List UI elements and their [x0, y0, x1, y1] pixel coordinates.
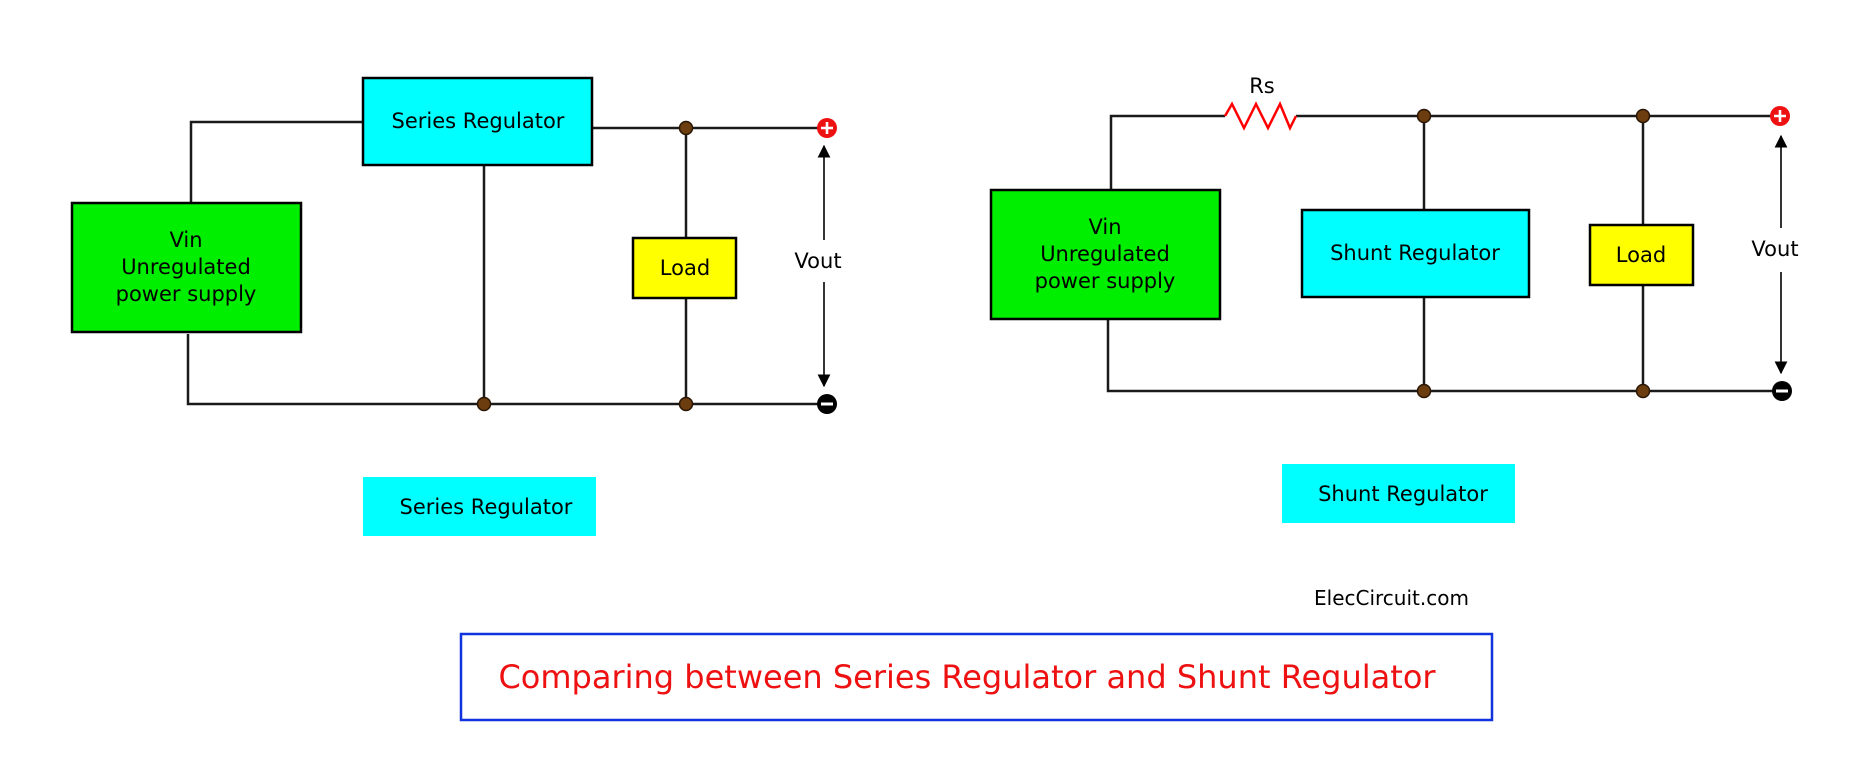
series-regulator-box: [361, 76, 594, 167]
series-load-label: Load: [660, 256, 710, 280]
minus-circle-icon: [817, 394, 837, 414]
series-junction-bottom-left: [476, 396, 492, 412]
shunt-caption-box: [1282, 464, 1515, 523]
page-title: Comparing between Series Regulator and S…: [498, 658, 1436, 696]
series-wires: [186, 120, 826, 406]
series-supply-block: Vin Unregulated power supply: [70, 201, 303, 334]
shunt-supply-block: Vin Unregulated power supply: [989, 188, 1222, 321]
series-load-block: Load: [631, 236, 738, 300]
shunt-regulator-box: [1300, 208, 1531, 299]
series-caption-label: Series Regulator: [400, 495, 573, 519]
shunt-supply-line-3: power supply: [1035, 269, 1176, 293]
shunt-supply-line-1: Vin: [1088, 215, 1121, 239]
shunt-regulator-label: Shunt Regulator: [1330, 241, 1500, 265]
shunt-regulator-block: Shunt Regulator: [1300, 208, 1531, 299]
series-supply-line-3: power supply: [116, 282, 257, 306]
title-banner: Comparing between Series Regulator and S…: [459, 632, 1494, 722]
series-caption-box: [363, 477, 596, 536]
shunt-load-box: [1588, 223, 1695, 287]
series-junction-bottom-right: [678, 396, 694, 412]
series-wire-bottom: [186, 334, 826, 406]
series-regulator-block: Series Regulator: [361, 76, 594, 167]
shunt-junction-bottom-right: [1635, 383, 1651, 399]
resistor-symbol: [1223, 100, 1298, 132]
series-supply-box: [70, 201, 303, 334]
series-regulator-label: Series Regulator: [392, 109, 565, 133]
shunt-junction-top-left: [1416, 108, 1432, 124]
shunt-circuit: Rs Vin Unregulated power supply Shunt Re…: [989, 74, 1799, 523]
shunt-supply-box: [989, 188, 1222, 321]
series-circuit: Series Regulator Vin Unregulated power s…: [70, 76, 842, 536]
shunt-load-block: Load: [1588, 223, 1695, 287]
shunt-junction-top-right: [1635, 108, 1651, 124]
shunt-wires: [1106, 114, 1778, 393]
series-caption: Series Regulator: [363, 477, 596, 536]
series-supply-line-1: Vin: [169, 228, 202, 252]
series-load-box: [631, 236, 738, 300]
shunt-junction-bottom-left: [1416, 383, 1432, 399]
series-supply-line-2: Unregulated: [121, 255, 251, 279]
shunt-wire-input: [1109, 114, 1225, 190]
shunt-caption-label: Shunt Regulator: [1318, 482, 1488, 506]
series-wire-input: [189, 120, 363, 203]
minus-circle-icon: [1772, 381, 1792, 401]
series-vout-label: Vout: [794, 249, 841, 273]
plus-circle-icon: [817, 118, 837, 138]
plus-circle-icon: [1770, 106, 1790, 126]
shunt-caption: Shunt Regulator: [1282, 464, 1515, 523]
shunt-wire-bottom: [1106, 320, 1778, 393]
title-border: [459, 632, 1494, 722]
series-junction-top: [678, 120, 694, 136]
shunt-vout-label: Vout: [1751, 237, 1798, 261]
site-credit: ElecCircuit.com: [1314, 586, 1469, 610]
shunt-load-label: Load: [1616, 243, 1666, 267]
shunt-resistor-label: Rs: [1249, 74, 1275, 98]
shunt-supply-line-2: Unregulated: [1040, 242, 1170, 266]
